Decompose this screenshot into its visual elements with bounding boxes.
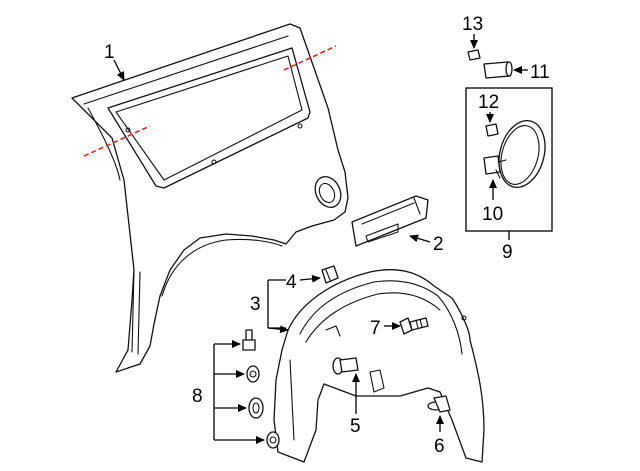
callout-12: 12 [478, 92, 499, 113]
callout-11: 11 [530, 62, 550, 83]
callout-6: 6 [434, 436, 445, 457]
bolt-7-shank [409, 317, 429, 331]
quarter-window-inner [115, 55, 303, 181]
pin-body [485, 123, 499, 137]
liner-inner-edge-2 [305, 292, 441, 343]
fastener-bolt-head [242, 339, 256, 351]
callout-3: 3 [250, 294, 261, 315]
leader-4 [299, 274, 321, 283]
callout-1: 1 [104, 42, 115, 63]
plug-11-part [483, 61, 513, 79]
leader-3 [267, 325, 289, 334]
retainer-part [427, 395, 451, 413]
leader-2 [409, 234, 431, 243]
fastener-bolt-shank [245, 329, 253, 341]
clip-part [321, 265, 339, 284]
wheelhouse-liner-part [273, 269, 485, 463]
fuel-door-panel-edge [500, 125, 540, 185]
callout-9: 9 [502, 242, 513, 263]
callout-2: 2 [433, 234, 444, 255]
callout-8: 8 [192, 386, 203, 407]
liner-outline [273, 269, 485, 463]
push-pin-shank [339, 357, 359, 373]
plug-13-body [467, 49, 481, 61]
liner-hole [461, 315, 467, 321]
liner-inner-edge [299, 280, 463, 355]
panel-hole [211, 159, 217, 165]
bolt-7-thread [415, 318, 423, 329]
fasteners-part [242, 329, 280, 449]
cut-line-front [83, 125, 151, 157]
push-pin-part [332, 357, 359, 375]
wheel-arch-flange [161, 238, 283, 297]
retainer-body [433, 395, 451, 413]
callout-5: 5 [350, 416, 361, 437]
fastener-nut-hole [249, 370, 257, 378]
liner-lower-detail [289, 325, 385, 441]
plug-11-end [505, 61, 513, 77]
fastener-nut-2-inner [252, 402, 260, 414]
hinge-body [483, 155, 501, 175]
fuel-door-opening-inner [318, 182, 336, 204]
callout-10: 10 [482, 204, 503, 225]
callout-13: 13 [462, 14, 483, 35]
clip-detail [325, 269, 331, 281]
leader-3-bracket [267, 279, 286, 329]
callout-4: 4 [286, 272, 297, 293]
bracket-detail [361, 197, 421, 243]
fuel-door-pin-part [485, 123, 499, 137]
leader-1 [113, 59, 125, 81]
plug-13-part [467, 49, 481, 61]
quarter-window-opening [107, 47, 311, 189]
fuel-door-part [498, 120, 546, 188]
fastener-clip-hole [269, 436, 277, 444]
lower-flange [131, 269, 141, 355]
hinge-detail [495, 159, 507, 179]
bracket-part [351, 195, 429, 247]
cut-line-rear [283, 45, 337, 71]
bolt-7-part [399, 317, 429, 335]
fastener-clip [266, 431, 280, 449]
panel-hole [125, 127, 131, 133]
quarter-panel-part [71, 23, 349, 373]
fastener-nut-2 [248, 397, 264, 419]
fastener-nut [246, 365, 260, 383]
callout-7: 7 [370, 318, 381, 339]
fuel-door-hinge-part [483, 155, 507, 179]
panel-hole [297, 123, 303, 129]
bracket-body [351, 195, 429, 247]
